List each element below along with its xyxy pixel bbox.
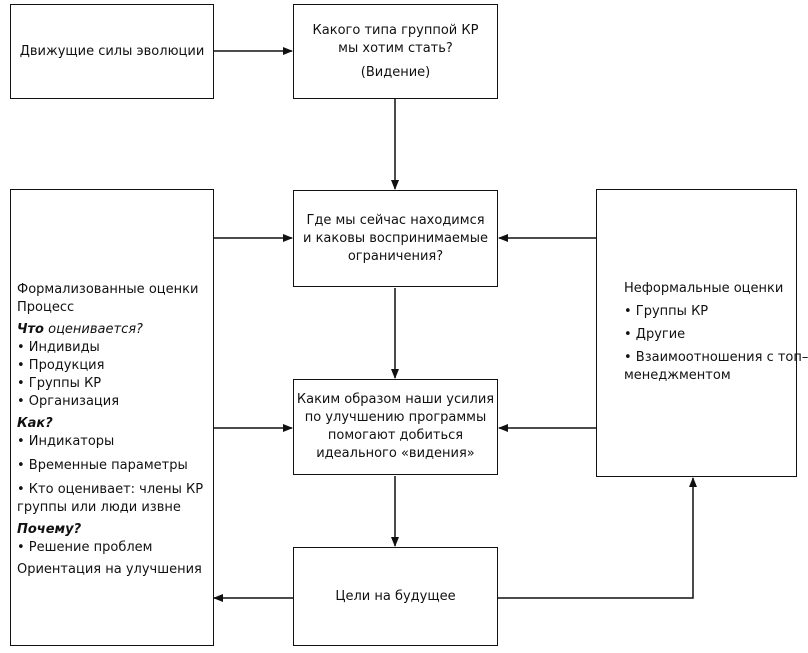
current-state-box: Где мы сейчас находимся и каковы восприн…	[293, 190, 498, 287]
efforts-line-2: по улучшению программы	[304, 410, 487, 425]
what-item: • Индивиды	[17, 340, 100, 355]
informal-title: Неформальные оценки	[624, 281, 784, 296]
goals-box: Цели на будущее	[293, 547, 498, 646]
informal-item: • Другие	[624, 327, 686, 342]
efforts-line-4: идеального «видения»	[316, 446, 475, 461]
vision-line-2: мы хотим стать?	[338, 40, 453, 56]
what-item: • Продукция	[17, 358, 105, 373]
how-item: • Индикаторы	[17, 434, 115, 449]
current-line-1: Где мы сейчас находимся	[306, 212, 485, 228]
why-item: • Решение проблем	[17, 540, 153, 555]
formal-assessment-content: Формализованные оценки Процесс Что оцени…	[17, 281, 203, 579]
what-bold: Что	[17, 322, 44, 337]
informal-item: • Группы КР	[624, 304, 709, 319]
who-line-2: группы или люди извне	[17, 500, 181, 515]
what-item: • Группы КР	[17, 376, 102, 391]
what-rest: оценивается?	[43, 322, 143, 337]
orientation-label: Ориентация на улучшения	[17, 562, 202, 577]
vision-line-3: (Видение)	[360, 64, 431, 80]
informal-assessment-box	[596, 189, 797, 477]
efforts-line-1: Каким образом наши усилия	[296, 392, 495, 407]
formal-what-heading: Что оценивается?	[17, 321, 203, 339]
current-line-3: ограничения?	[347, 248, 444, 264]
informal-item: • Взаимоотношения с топ–	[624, 350, 808, 365]
informal-assessment-content: Неформальные оценки • Группы КР • Другие…	[624, 280, 808, 385]
how-heading: Как?	[17, 416, 53, 431]
formal-assessment-box	[10, 189, 214, 646]
arrow-goals-to-informal	[498, 477, 697, 599]
how-item: • Временные параметры	[17, 458, 188, 473]
current-line-2: и каковы воспринимаемые	[302, 230, 488, 246]
efforts-box: Каким образом наши усилия по улучшению п…	[293, 379, 498, 475]
vision-line-1: Какого типа группой КР	[312, 22, 479, 38]
drivers-box: Движущие силы эволюции	[10, 4, 214, 99]
who-line-1: • Кто оценивает: члены КР	[17, 482, 204, 497]
formal-title-1: Формализованные оценки	[17, 282, 199, 297]
why-heading: Почему?	[17, 522, 82, 537]
vision-box: Какого типа группой КР мы хотим стать? (…	[293, 4, 498, 99]
formal-title-2: Процесс	[17, 300, 75, 315]
informal-item-cont: менеджментом	[624, 368, 731, 383]
drivers-label: Движущие силы эволюции	[19, 43, 205, 59]
what-item: • Организация	[17, 394, 120, 409]
goals-label: Цели на будущее	[335, 588, 456, 604]
efforts-line-3: помогают добиться	[327, 428, 464, 443]
